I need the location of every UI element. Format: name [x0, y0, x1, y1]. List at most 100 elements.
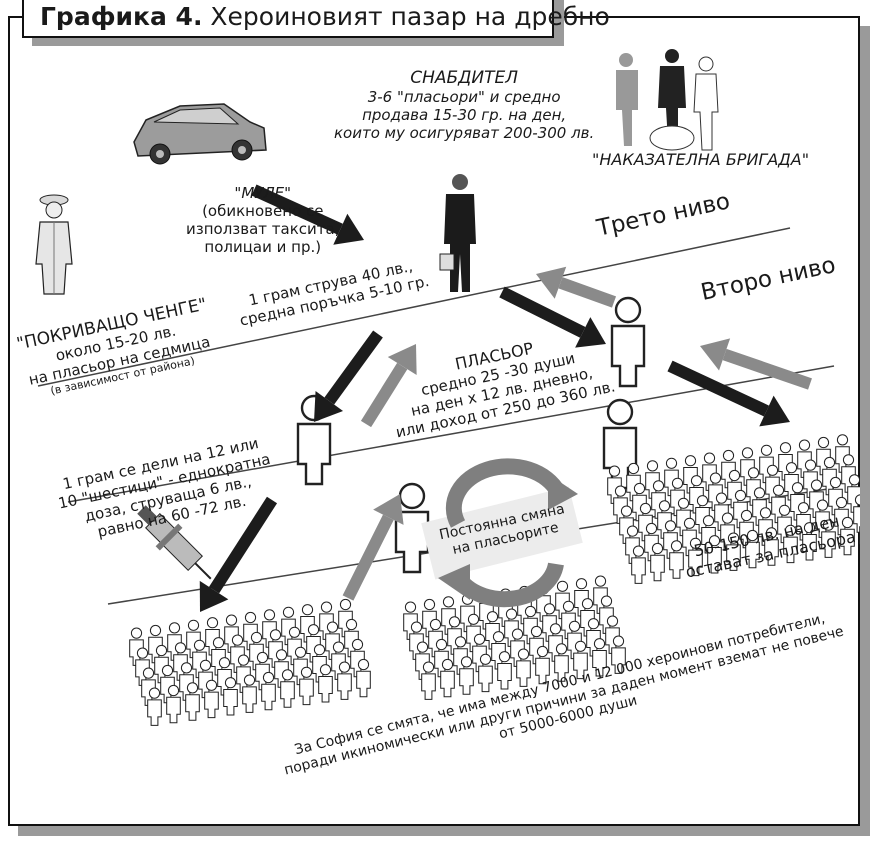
user-figure: [714, 492, 729, 531]
user-figure: [325, 621, 340, 660]
dealer-figures: [296, 296, 646, 574]
user-figure: [299, 666, 314, 706]
user-crowds: [129, 434, 860, 726]
user-figure: [135, 647, 150, 686]
user-figure: [230, 634, 245, 673]
user-figure: [821, 519, 836, 558]
supplier-line2: продава 15-30 гр. на ден,: [362, 106, 567, 125]
user-figure: [205, 617, 220, 656]
user-figure: [853, 494, 860, 533]
user-figure: [204, 679, 219, 719]
user-figure: [147, 687, 162, 726]
car-icon: [133, 103, 267, 165]
user-figure: [650, 542, 665, 582]
user-figure: [822, 456, 837, 496]
user-figure: [497, 651, 512, 690]
user-figure: [173, 642, 188, 681]
user-figure: [625, 525, 640, 564]
user-figure: [504, 608, 519, 647]
user-figure: [784, 462, 799, 501]
flow-arrows: [199, 184, 812, 612]
user-figure: [441, 596, 456, 635]
user-figure: [459, 656, 474, 695]
mule-title: "МУЛЕ": [234, 184, 292, 202]
user-figure: [592, 638, 607, 677]
arrow-dealer-to-users-right: [667, 360, 790, 427]
police-officer-icon: [35, 194, 73, 295]
user-figure: [644, 522, 659, 562]
user-figure: [783, 524, 798, 564]
user-figure: [631, 545, 646, 584]
title-box: Графика 4. Хероиновият пазар на дребно: [22, 0, 610, 38]
user-figure: [758, 507, 773, 546]
user-figure: [167, 622, 182, 661]
syringe-icon: [137, 505, 212, 580]
figure-title-prefix: Графика 4.: [40, 2, 203, 31]
user-figure: [764, 527, 779, 566]
arrow-mule-to-supplier: [251, 184, 364, 245]
user-figure: [280, 669, 295, 708]
user-figure: [356, 658, 371, 698]
user-figure: [816, 436, 831, 476]
user-figure: [707, 535, 722, 574]
user-figure: [223, 677, 238, 716]
user-figure: [224, 614, 239, 653]
user-figure: [573, 640, 588, 680]
user-figure: [574, 578, 589, 617]
user-figure: [790, 482, 805, 521]
user-figure: [802, 522, 817, 561]
user-figure: [651, 480, 666, 519]
user-figure: [415, 641, 430, 680]
user-figure: [478, 653, 493, 693]
user-figure: [261, 671, 276, 711]
user-figure: [440, 658, 455, 698]
user-figure: [765, 464, 780, 504]
user-figure: [669, 540, 684, 579]
user-figure: [752, 487, 767, 526]
user-figure: [211, 637, 226, 676]
rotation-arrows-icon: [421, 458, 583, 608]
user-figure: [567, 620, 582, 660]
user-figure: [664, 457, 679, 497]
user-figure: [466, 613, 481, 653]
arrow-supplier-to-dealer: [499, 286, 606, 348]
mule-line2: използват таксита,: [186, 220, 340, 238]
diagram-canvas: [35, 49, 860, 726]
user-figure: [319, 601, 334, 640]
user-figure: [179, 662, 194, 701]
user-figure: [554, 643, 569, 682]
user-figure: [472, 633, 487, 673]
user-figure: [613, 485, 628, 524]
user-figure: [434, 638, 449, 678]
user-figure: [740, 447, 755, 486]
user-figure: [485, 611, 500, 650]
user-figure: [403, 601, 418, 640]
arrow-users-to-dealer-left: [342, 494, 404, 601]
user-figure: [510, 628, 525, 667]
figure-title-text: Хероиновият пазар на дребно: [210, 2, 610, 31]
user-figure: [185, 682, 200, 721]
supplier-line1: 3-6 "пласьори" и средно: [367, 88, 561, 107]
user-figure: [274, 649, 289, 688]
user-figure: [645, 460, 660, 499]
user-figure: [318, 664, 333, 703]
arrow-dealer-to-users-left: [199, 496, 278, 612]
user-figure: [834, 496, 849, 536]
user-figure: [262, 609, 277, 648]
user-figure: [593, 575, 608, 614]
user-figure: [580, 598, 595, 637]
user-figure: [198, 659, 213, 699]
user-figure: [739, 509, 754, 549]
user-figure: [236, 654, 251, 693]
mule-line1: (обикновено се: [202, 202, 324, 220]
user-figure: [287, 626, 302, 666]
dealer-figure: [610, 296, 646, 388]
user-figure: [726, 532, 741, 571]
user-figure: [141, 667, 156, 706]
user-figure: [689, 475, 704, 514]
supplier-line3: които му осигуряват 200-300 лв.: [334, 124, 595, 143]
user-figure: [586, 618, 601, 657]
user-figure: [422, 598, 437, 638]
level-line-top: [37, 227, 791, 387]
user-figure: [771, 484, 786, 524]
